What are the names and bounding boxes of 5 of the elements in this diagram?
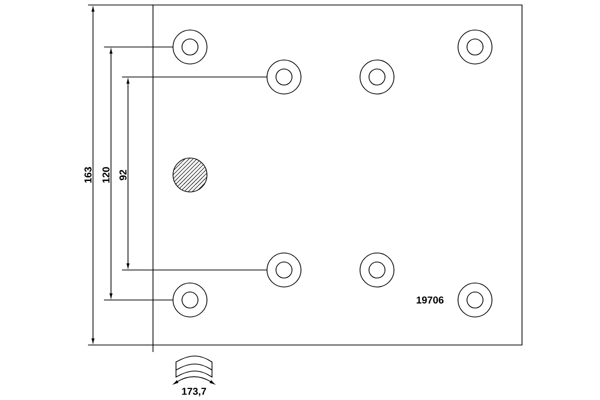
dimension-label: 173,7 [182,388,206,396]
part-number: 19706 [416,296,444,304]
dimension-label: 120 [102,166,110,184]
dimension-label: 92 [118,168,128,182]
dimension-label: 163 [84,166,92,184]
